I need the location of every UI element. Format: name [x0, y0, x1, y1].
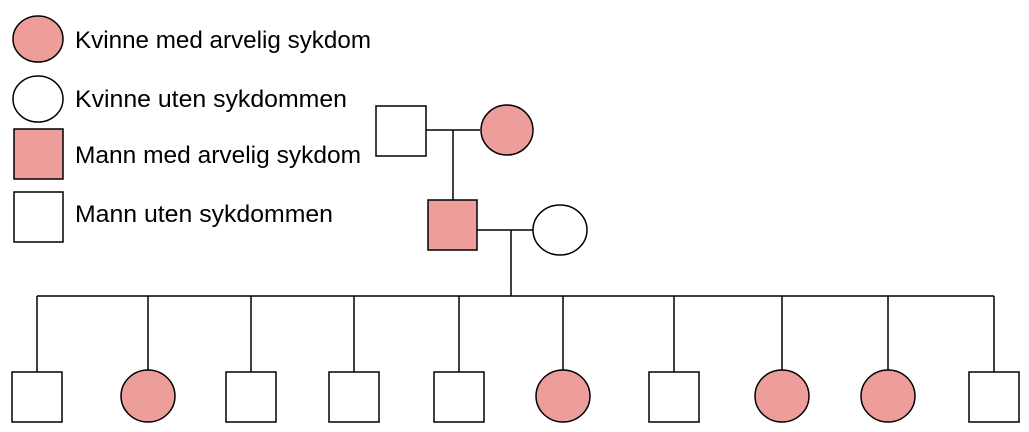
- gen3-child-9: [860, 369, 916, 423]
- generation-2: [427, 199, 588, 256]
- generation-1: [375, 104, 534, 157]
- gen3-child-8: [754, 369, 810, 423]
- gen2-son: [427, 199, 478, 251]
- legend-item-affected-male: Mann med arvelig sykdom: [13, 128, 361, 180]
- gen3-child-7: [648, 371, 700, 423]
- legend-item-unaffected-male: Mann uten sykdommen: [13, 191, 333, 243]
- child-drop-lines: [36, 296, 995, 372]
- legend-unaffected-female-label: Kvinne uten sykdommen: [75, 86, 347, 113]
- gen3-child-1: [11, 371, 63, 423]
- gen3-child-4: [328, 371, 380, 423]
- pedigree-lines: [36, 129, 995, 372]
- legend-item-unaffected-female: Kvinne uten sykdommen: [12, 75, 347, 123]
- gen1-father: [375, 105, 427, 157]
- legend-affected-male-symbol: [13, 128, 64, 180]
- legend-affected-female-symbol: [12, 15, 64, 63]
- gen3-child-10: [968, 371, 1020, 423]
- legend-unaffected-male-symbol: [13, 191, 64, 243]
- legend-affected-female-label: Kvinne med arvelig sykdom: [75, 27, 371, 54]
- gen3-child-5: [433, 371, 485, 423]
- legend-item-affected-female: Kvinne med arvelig sykdom: [12, 15, 371, 63]
- legend: Kvinne med arvelig sykdom Kvinne uten sy…: [12, 15, 371, 243]
- gen1-mother: [480, 104, 534, 156]
- legend-unaffected-female-symbol: [12, 75, 64, 123]
- generation-3: [11, 369, 1020, 423]
- gen2-spouse: [532, 204, 588, 256]
- legend-unaffected-male-label: Mann uten sykdommen: [75, 201, 333, 228]
- gen3-child-6: [535, 369, 591, 423]
- gen3-child-3: [225, 371, 277, 423]
- legend-affected-male-label: Mann med arvelig sykdom: [75, 142, 361, 169]
- gen3-child-2: [120, 369, 176, 423]
